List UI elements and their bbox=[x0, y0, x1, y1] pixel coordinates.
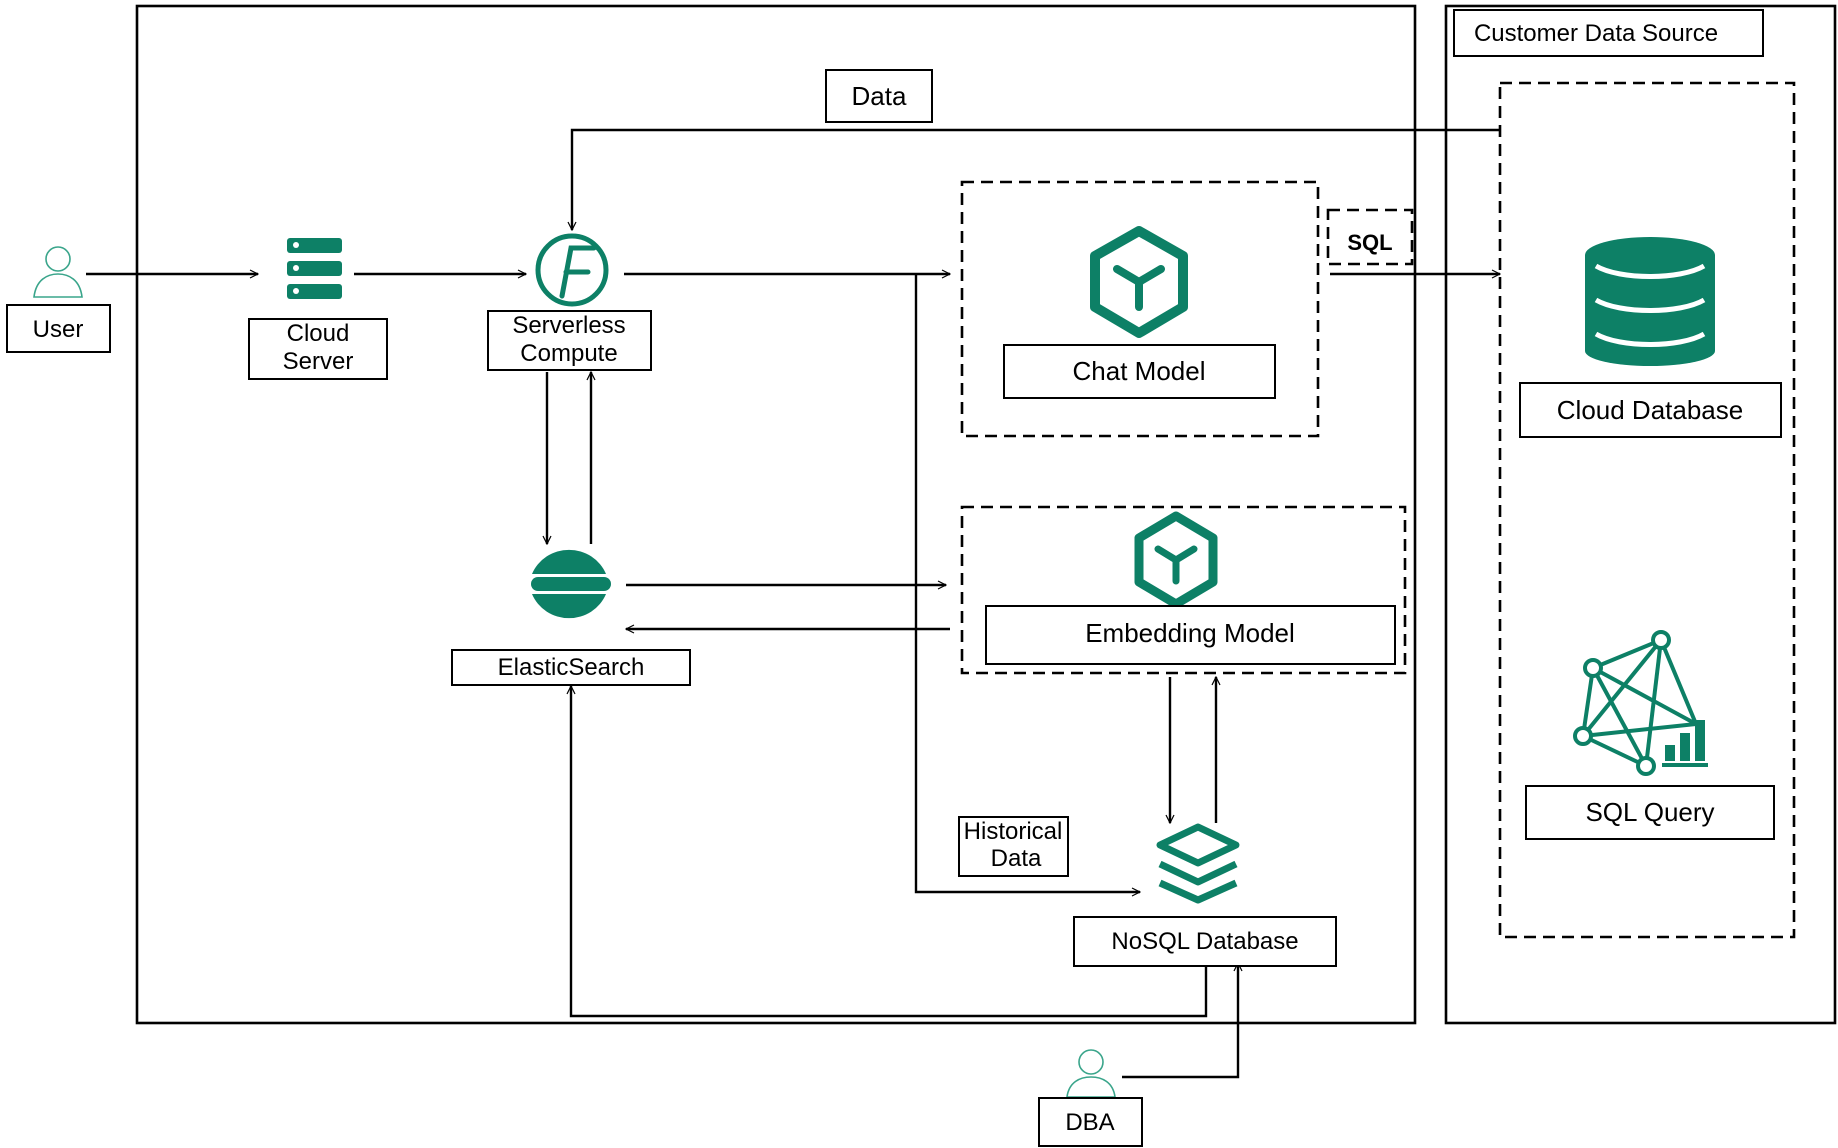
customer-data-source-label-box bbox=[1453, 9, 1764, 57]
user-label: User bbox=[33, 316, 84, 343]
cube-model-icon bbox=[1090, 226, 1188, 338]
dba-label: DBA bbox=[1065, 1109, 1114, 1136]
cloud-server-label-line2: Server bbox=[283, 348, 354, 375]
customer-data-source-label: Customer Data Source bbox=[1474, 20, 1718, 47]
elastic-e-icon bbox=[531, 549, 611, 619]
historical-data-label-box bbox=[958, 816, 1069, 877]
nosql-label-box bbox=[1073, 916, 1337, 967]
database-cylinder-icon bbox=[1585, 237, 1715, 366]
data-to-serverless-arrow bbox=[572, 128, 1500, 230]
serverless-label-box bbox=[487, 310, 652, 371]
cloud-server-label-line1: Cloud bbox=[287, 320, 350, 347]
connectors bbox=[86, 128, 1500, 1079]
embedding-model-label: Embedding Model bbox=[1085, 618, 1295, 648]
historical-data-arrow bbox=[914, 274, 1140, 892]
sql-query-label: SQL Query bbox=[1585, 797, 1714, 827]
function-f-icon bbox=[535, 233, 609, 307]
data-label: Data bbox=[852, 81, 907, 111]
elasticsearch-label-box bbox=[451, 649, 691, 686]
elasticsearch-label: ElasticSearch bbox=[498, 654, 645, 681]
chat-model-label-box bbox=[1003, 344, 1276, 399]
historical-data-label-line2: Data bbox=[991, 845, 1042, 872]
cloud-database-label: Cloud Database bbox=[1557, 395, 1743, 425]
sql-dashed-box bbox=[1326, 208, 1414, 266]
dba-to-nosql-arrow bbox=[1122, 963, 1238, 1079]
data-label-box bbox=[825, 69, 933, 123]
cloud-server-label-box bbox=[248, 318, 388, 380]
customer-data-source-frame bbox=[1444, 4, 1837, 1025]
embedding-model-label-box bbox=[985, 605, 1396, 665]
cloud-database-label-box bbox=[1519, 382, 1782, 438]
serverless-label-line1: Serverless bbox=[512, 312, 625, 339]
user-label-box bbox=[6, 304, 111, 353]
sql-query-label-box bbox=[1525, 785, 1775, 840]
cube-model-icon bbox=[1134, 511, 1218, 609]
server-stack-icon bbox=[287, 238, 342, 299]
nosql-to-elasticsearch-arrow bbox=[571, 686, 1208, 1018]
customer-data-dashed-group bbox=[1498, 81, 1796, 939]
user-icon bbox=[33, 246, 83, 298]
chat-model-label: Chat Model bbox=[1073, 356, 1206, 386]
historical-data-label-line1: Historical bbox=[964, 818, 1063, 845]
chat-model-dashed-group bbox=[960, 180, 1320, 438]
nosql-label: NoSQL Database bbox=[1111, 928, 1298, 955]
network-graph-icon bbox=[1573, 630, 1708, 776]
layers-stack-icon bbox=[1156, 823, 1240, 904]
person-outline-icon bbox=[1066, 1049, 1116, 1098]
dba-label-box bbox=[1038, 1097, 1143, 1147]
platform-frame bbox=[135, 4, 1417, 1025]
serverless-label-line2: Compute bbox=[520, 340, 617, 367]
sql-label: SQL bbox=[1347, 230, 1392, 255]
